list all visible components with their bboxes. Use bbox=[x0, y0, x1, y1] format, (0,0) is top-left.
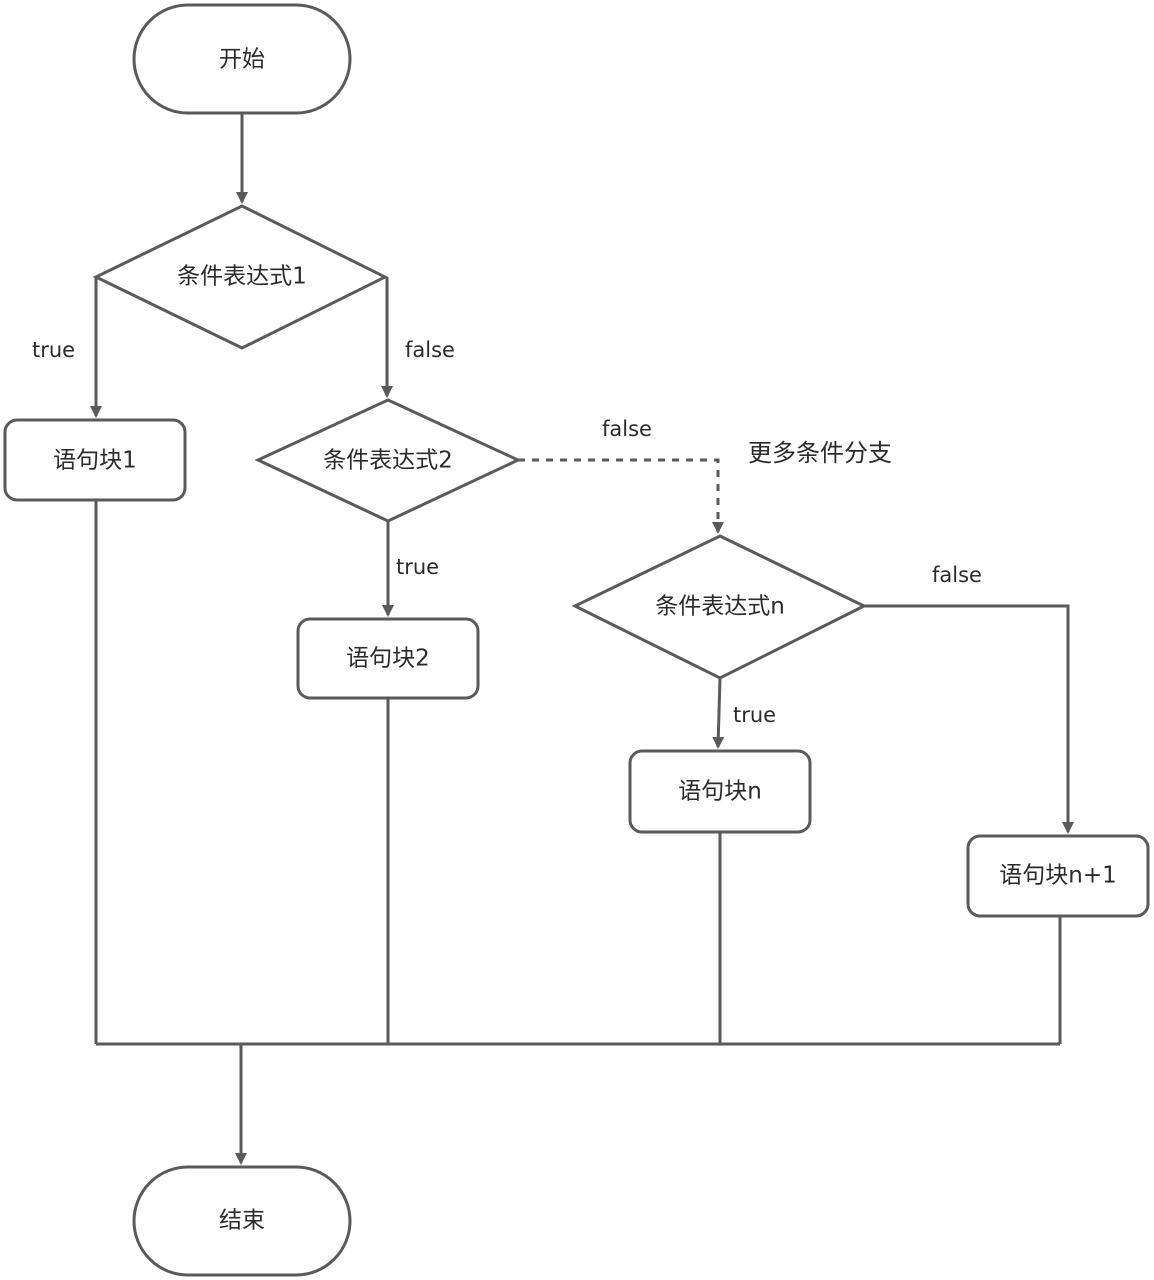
edge-condn-true bbox=[712, 677, 725, 749]
cond2-true-label: true bbox=[396, 555, 439, 579]
start-label: 开始 bbox=[219, 47, 265, 73]
start-node bbox=[132, 3, 352, 115]
edges bbox=[90, 113, 1074, 1165]
condn-false-label: false bbox=[932, 563, 982, 587]
cond1-true-label: true bbox=[32, 338, 75, 362]
process-blockn1 bbox=[966, 834, 1150, 918]
cond2-label: 条件表达式2 bbox=[323, 448, 453, 474]
edge-labels: true false false 更多条件分支 true false true bbox=[32, 338, 982, 727]
node-labels: 开始 条件表达式1 语句块1 条件表达式2 语句块2 条件表达式n 语句块n 语… bbox=[53, 47, 1117, 1234]
condn-true-label: true bbox=[733, 703, 776, 727]
more-branches-label: 更多条件分支 bbox=[748, 439, 892, 467]
nodes bbox=[3, 3, 1150, 1277]
decision-cond1 bbox=[92, 204, 389, 350]
block1-label: 语句块1 bbox=[53, 448, 137, 474]
process-block1 bbox=[3, 418, 187, 502]
blockn1-label: 语句块n+1 bbox=[999, 863, 1116, 889]
process-blockn bbox=[628, 749, 812, 834]
cond2-false-label: false bbox=[602, 417, 652, 441]
process-block2 bbox=[296, 617, 480, 700]
end-label: 结束 bbox=[219, 1208, 265, 1234]
decision-condn bbox=[571, 534, 868, 680]
edge-cond2-false-dashed bbox=[518, 458, 724, 534]
decision-cond2 bbox=[254, 398, 522, 523]
blockn-label: 语句块n bbox=[678, 779, 762, 805]
cond1-label: 条件表达式1 bbox=[177, 264, 307, 290]
cond1-false-label: false bbox=[405, 338, 455, 362]
end-node bbox=[132, 1165, 352, 1277]
edge-condn-false bbox=[864, 604, 1074, 834]
condn-label: 条件表达式n bbox=[655, 594, 785, 620]
block2-label: 语句块2 bbox=[346, 646, 430, 672]
